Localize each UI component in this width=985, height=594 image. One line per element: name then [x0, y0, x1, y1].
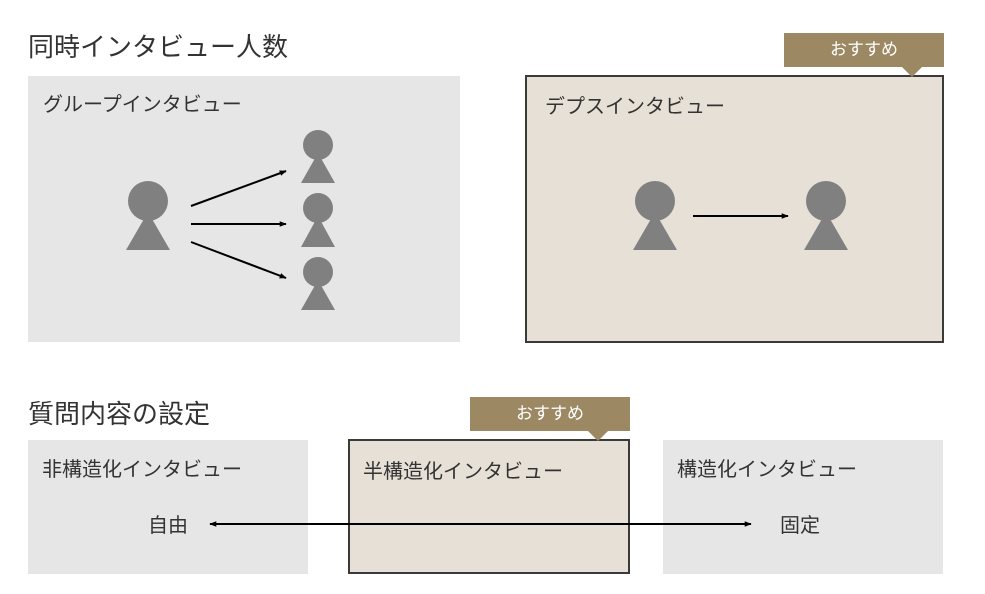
fixed-end-label: 固定: [780, 513, 820, 537]
recommended-badge-semi-structured: おすすめ: [470, 397, 630, 441]
depth-interviewer-person-icon: [633, 181, 677, 250]
structured-interview-label: 構造化インタビュー: [677, 457, 857, 481]
arrow-to-respondent-3: [190, 241, 287, 279]
semi-structured-interview-label: 半構造化インタビュー: [363, 459, 563, 483]
structured-interview-panel: 構造化インタビュー: [663, 440, 943, 574]
depth-respondent-person-icon: [804, 181, 848, 250]
group-interview-panel: グループインタビュー: [28, 76, 460, 342]
semi-structured-interview-panel: 半構造化インタビュー: [348, 439, 630, 574]
section-title-interview-count: 同時インタビュー人数: [28, 33, 289, 63]
section-title-question-setting: 質問内容の設定: [28, 400, 211, 430]
unstructured-interview-panel: 非構造化インタビュー: [28, 440, 308, 574]
interviewer-person-icon: [126, 181, 170, 250]
arrow-to-respondent-1: [190, 170, 287, 207]
recommended-badge-depth: おすすめ: [784, 33, 944, 77]
free-end-label: 自由: [148, 513, 188, 537]
respondent-person-icon-1: [301, 130, 335, 183]
depth-interview-label: デプスインタビュー: [545, 94, 725, 118]
respondent-person-icon-2: [301, 193, 335, 247]
depth-interview-panel: デプスインタビュー: [525, 75, 944, 343]
group-interview-label: グループインタビュー: [43, 92, 242, 116]
unstructured-interview-label: 非構造化インタビュー: [42, 457, 242, 481]
respondent-person-icon-3: [301, 257, 335, 310]
